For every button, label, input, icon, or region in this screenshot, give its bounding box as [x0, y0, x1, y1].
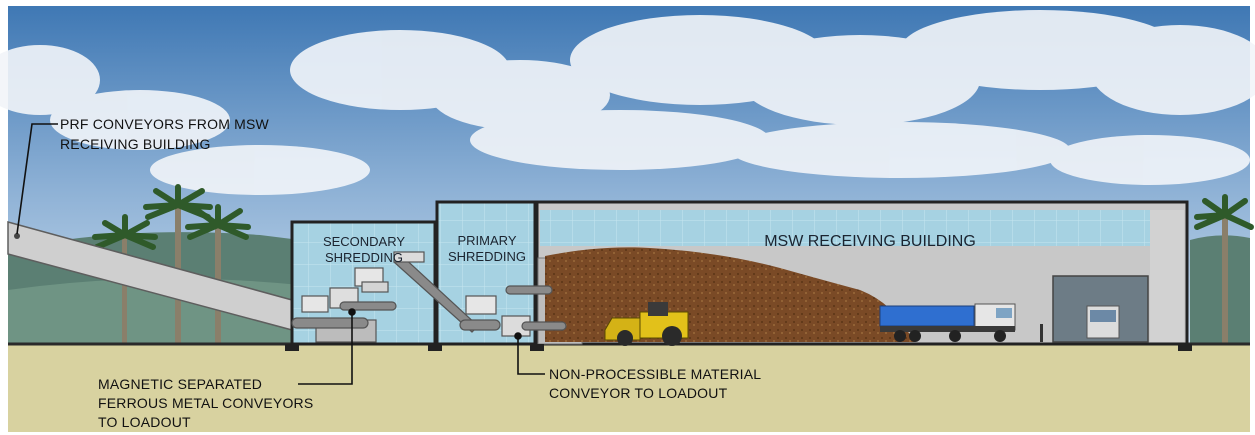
magnetic-separated-label-line3: TO LOADOUT	[98, 414, 191, 430]
truck-front	[1086, 305, 1120, 339]
non-processible-label-line1: NON-PROCESSIBLE MATERIAL	[549, 366, 762, 382]
non-processible-label-line2: CONVEYOR TO LOADOUT	[549, 385, 728, 401]
secondary-shredding-label-line1: SECONDARY	[322, 234, 406, 249]
prf-conveyors-label-line1: PRF CONVEYORS FROM MSW	[60, 116, 269, 132]
wheel-loader	[604, 302, 689, 346]
magnetic-separated-label-line1: MAGNETIC SEPARATED	[98, 376, 263, 392]
clouds	[0, 10, 1255, 195]
msw-receiving-building-label: MSW RECEIVING BUILDING	[764, 233, 976, 250]
secondary-machinery	[291, 251, 479, 343]
dump-truck	[879, 303, 1016, 342]
primary-shredding-label-line2: SHREDDING	[447, 249, 526, 264]
prf-conveyors-label-line2: RECEIVING BUILDING	[60, 136, 211, 152]
primary-machinery	[459, 285, 567, 337]
magnetic-separated-label-line2: FERROUS METAL CONVEYORS	[98, 395, 314, 411]
secondary-shredding-label-line2: SHREDDING	[324, 250, 403, 265]
footings	[285, 344, 1192, 351]
leader-lines	[16, 123, 545, 385]
ground	[8, 344, 1250, 432]
primary-shredding-label-line1: PRIMARY	[457, 233, 517, 248]
